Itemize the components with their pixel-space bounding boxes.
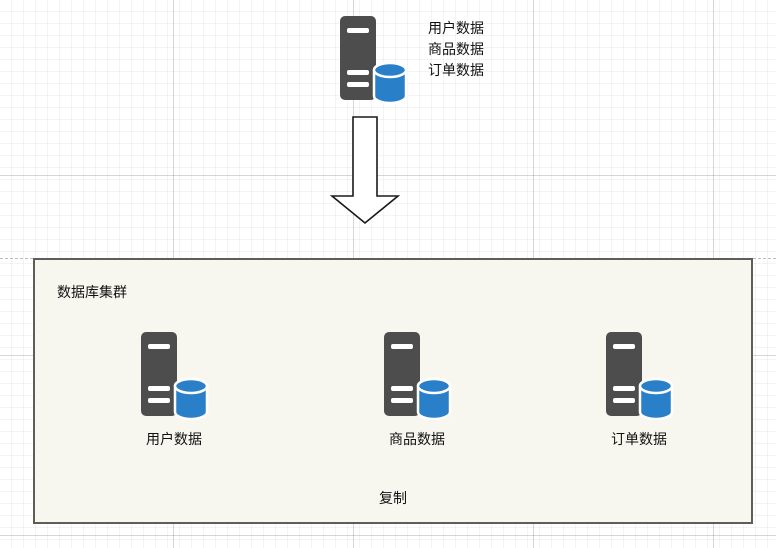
server-database-icon [382, 330, 452, 421]
guide-line-left [0, 258, 33, 259]
server-database-icon [139, 330, 209, 421]
source-label-0: 用户数据 [428, 20, 484, 36]
cluster-title: 数据库集群 [57, 284, 127, 300]
cluster-node-order-data[interactable]: 订单数据 [579, 330, 699, 449]
cluster-node-product-data[interactable]: 商品数据 [357, 330, 477, 449]
cluster-node-label: 用户数据 [146, 431, 202, 447]
database-cluster-box[interactable]: 数据库集群 用户数据 [33, 258, 753, 524]
replicate-label: 复制 [379, 490, 407, 506]
cluster-node-user-data[interactable]: 用户数据 [114, 330, 234, 449]
source-label-1: 商品数据 [428, 41, 484, 57]
guide-line-right [753, 258, 776, 259]
source-server-database-icon[interactable] [338, 14, 408, 105]
source-label-2: 订单数据 [428, 62, 484, 78]
source-data-labels: 用户数据 商品数据 订单数据 [428, 18, 484, 81]
cluster-node-label: 订单数据 [611, 431, 667, 447]
server-database-icon [604, 330, 674, 421]
down-block-arrow-icon [329, 116, 421, 226]
cluster-node-label: 商品数据 [389, 431, 445, 447]
